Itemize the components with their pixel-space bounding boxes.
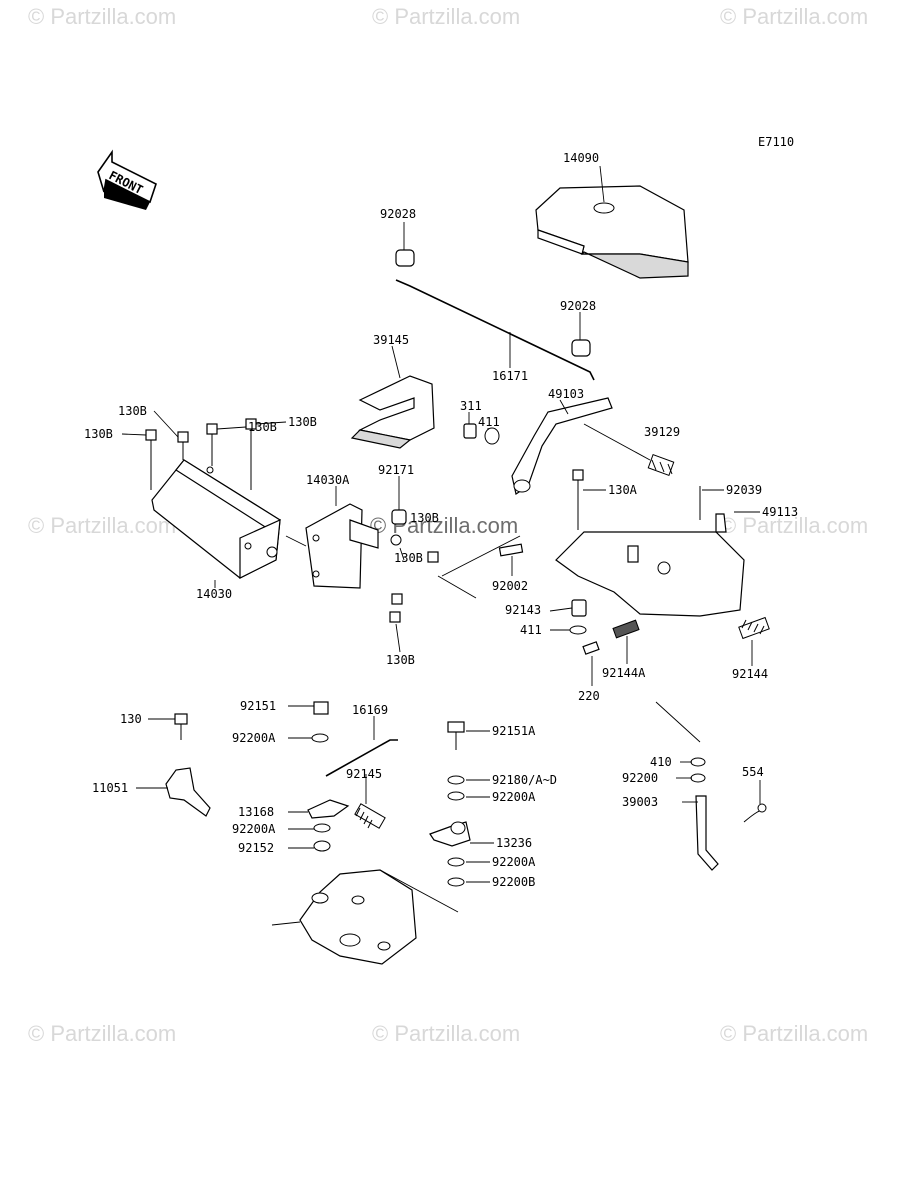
part-carburetor (271, 869, 459, 965)
front-arrow-icon: FRONT (97, 149, 157, 210)
part-92028-clip-upper (395, 222, 415, 267)
label-92144: 92144 (732, 667, 768, 681)
label-92200A-1: 92200A (232, 731, 276, 745)
part-49113-bracket (555, 511, 760, 617)
label-311: 311 (460, 399, 482, 413)
label-411-upper: 411 (478, 415, 500, 429)
label-130B-3: 130B (288, 415, 317, 429)
watermarks: © Partzilla.com © Partzilla.com © Partzi… (28, 4, 868, 1046)
watermark-top-right: © Partzilla.com (720, 4, 868, 29)
label-410: 410 (650, 755, 672, 769)
part-311-411-washers (463, 412, 500, 445)
part-carb-right-stack (429, 721, 494, 887)
label-39129: 39129 (644, 425, 680, 439)
label-92200A-3: 92200A (492, 790, 536, 804)
part-130A-bolt (572, 469, 606, 530)
label-92028-upper: 92028 (380, 207, 416, 221)
part-11051-bracket (136, 713, 211, 817)
label-92002: 92002 (492, 579, 528, 593)
label-11051: 11051 (92, 781, 128, 795)
label-411-lower: 411 (520, 623, 542, 637)
label-92200A-2: 92200A (232, 822, 276, 836)
label-554: 554 (742, 765, 764, 779)
label-130B-4: 130B (84, 427, 113, 441)
part-carb-left-stack (288, 701, 350, 852)
label-92151: 92151 (240, 699, 276, 713)
label-49103: 49103 (548, 387, 584, 401)
part-92028-clip-lower (571, 312, 591, 357)
label-92039: 92039 (726, 483, 762, 497)
watermark-mid-right: © Partzilla.com (720, 513, 868, 538)
label-92200: 92200 (622, 771, 658, 785)
label-130B-2: 130B (248, 420, 277, 434)
watermark-bottom-left: © Partzilla.com (28, 1021, 176, 1046)
watermark-mid-left: © Partzilla.com (28, 513, 176, 538)
label-130B-5: 130B (410, 511, 439, 525)
label-39145: 39145 (373, 333, 409, 347)
label-16169: 16169 (352, 703, 388, 717)
part-92171-collar (389, 476, 439, 653)
part-14090-cover (535, 165, 689, 279)
watermark-top-left: © Partzilla.com (28, 4, 176, 29)
label-39003: 39003 (622, 795, 658, 809)
part-39145-bracket (350, 345, 435, 449)
part-92144A-spring (582, 619, 640, 686)
watermark-top-center: © Partzilla.com (372, 4, 520, 29)
label-92151A: 92151A (492, 724, 536, 738)
diagram-code: E7110 (758, 135, 794, 149)
label-130B-7: 130B (386, 653, 415, 667)
label-13236: 13236 (496, 836, 532, 850)
part-49103-lever (511, 397, 613, 495)
label-16171: 16171 (492, 369, 528, 383)
part-39129-spring (583, 423, 675, 476)
watermark-bottom-right: © Partzilla.com (720, 1021, 868, 1046)
label-92145: 92145 (346, 767, 382, 781)
label-14090: 14090 (563, 151, 599, 165)
watermark-bottom-center: © Partzilla.com (372, 1021, 520, 1046)
part-14030A-plate (305, 486, 379, 589)
center-leader-lines (285, 535, 521, 599)
label-92180: 92180/A~D (492, 773, 557, 787)
part-92144-spring (738, 616, 770, 666)
label-130B-6: 130B (394, 551, 423, 565)
label-49113: 49113 (762, 505, 798, 519)
label-130B-1: 130B (118, 404, 147, 418)
label-92143: 92143 (505, 603, 541, 617)
part-92002-bolt (498, 543, 524, 576)
label-13168: 13168 (238, 805, 274, 819)
part-16171-rod (395, 279, 595, 381)
part-130B-bolts-housing (121, 410, 287, 490)
label-130A: 130A (608, 483, 638, 497)
label-92200A-4: 92200A (492, 855, 536, 869)
part-92039-pin (699, 486, 724, 520)
part-14030-housing (151, 459, 281, 588)
label-92200B: 92200B (492, 875, 535, 889)
label-92152: 92152 (238, 841, 274, 855)
label-92171: 92171 (378, 463, 414, 477)
label-14030A: 14030A (306, 473, 350, 487)
label-14030: 14030 (196, 587, 232, 601)
label-92144A: 92144A (602, 666, 646, 680)
part-92143-collar (549, 599, 587, 635)
label-220: 220 (578, 689, 600, 703)
label-130: 130 (120, 712, 142, 726)
label-92028-lower: 92028 (560, 299, 596, 313)
part-16169-rod (325, 716, 398, 829)
part-39003-rod (655, 701, 767, 871)
